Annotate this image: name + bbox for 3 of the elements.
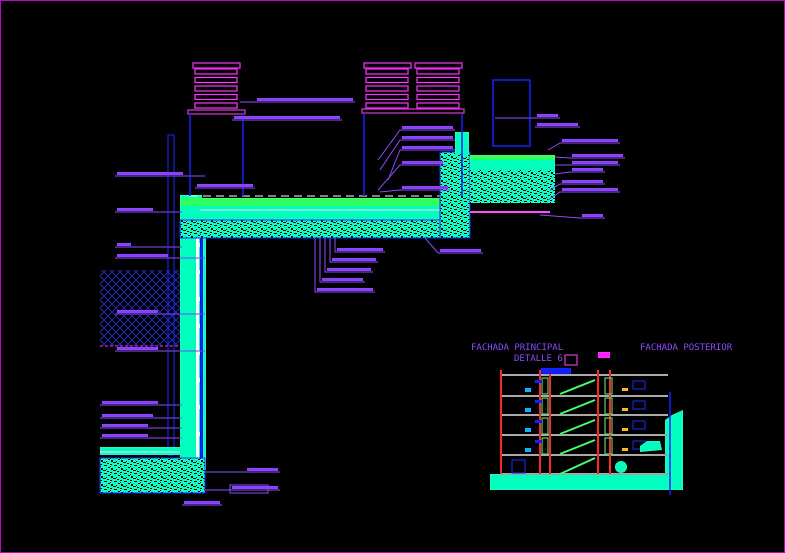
view-title: FACHADA PRINCIPAL [471,344,564,353]
view-title: DETALLE 6 [514,355,563,364]
view-title: FACHADA POSTERIOR [640,344,732,353]
